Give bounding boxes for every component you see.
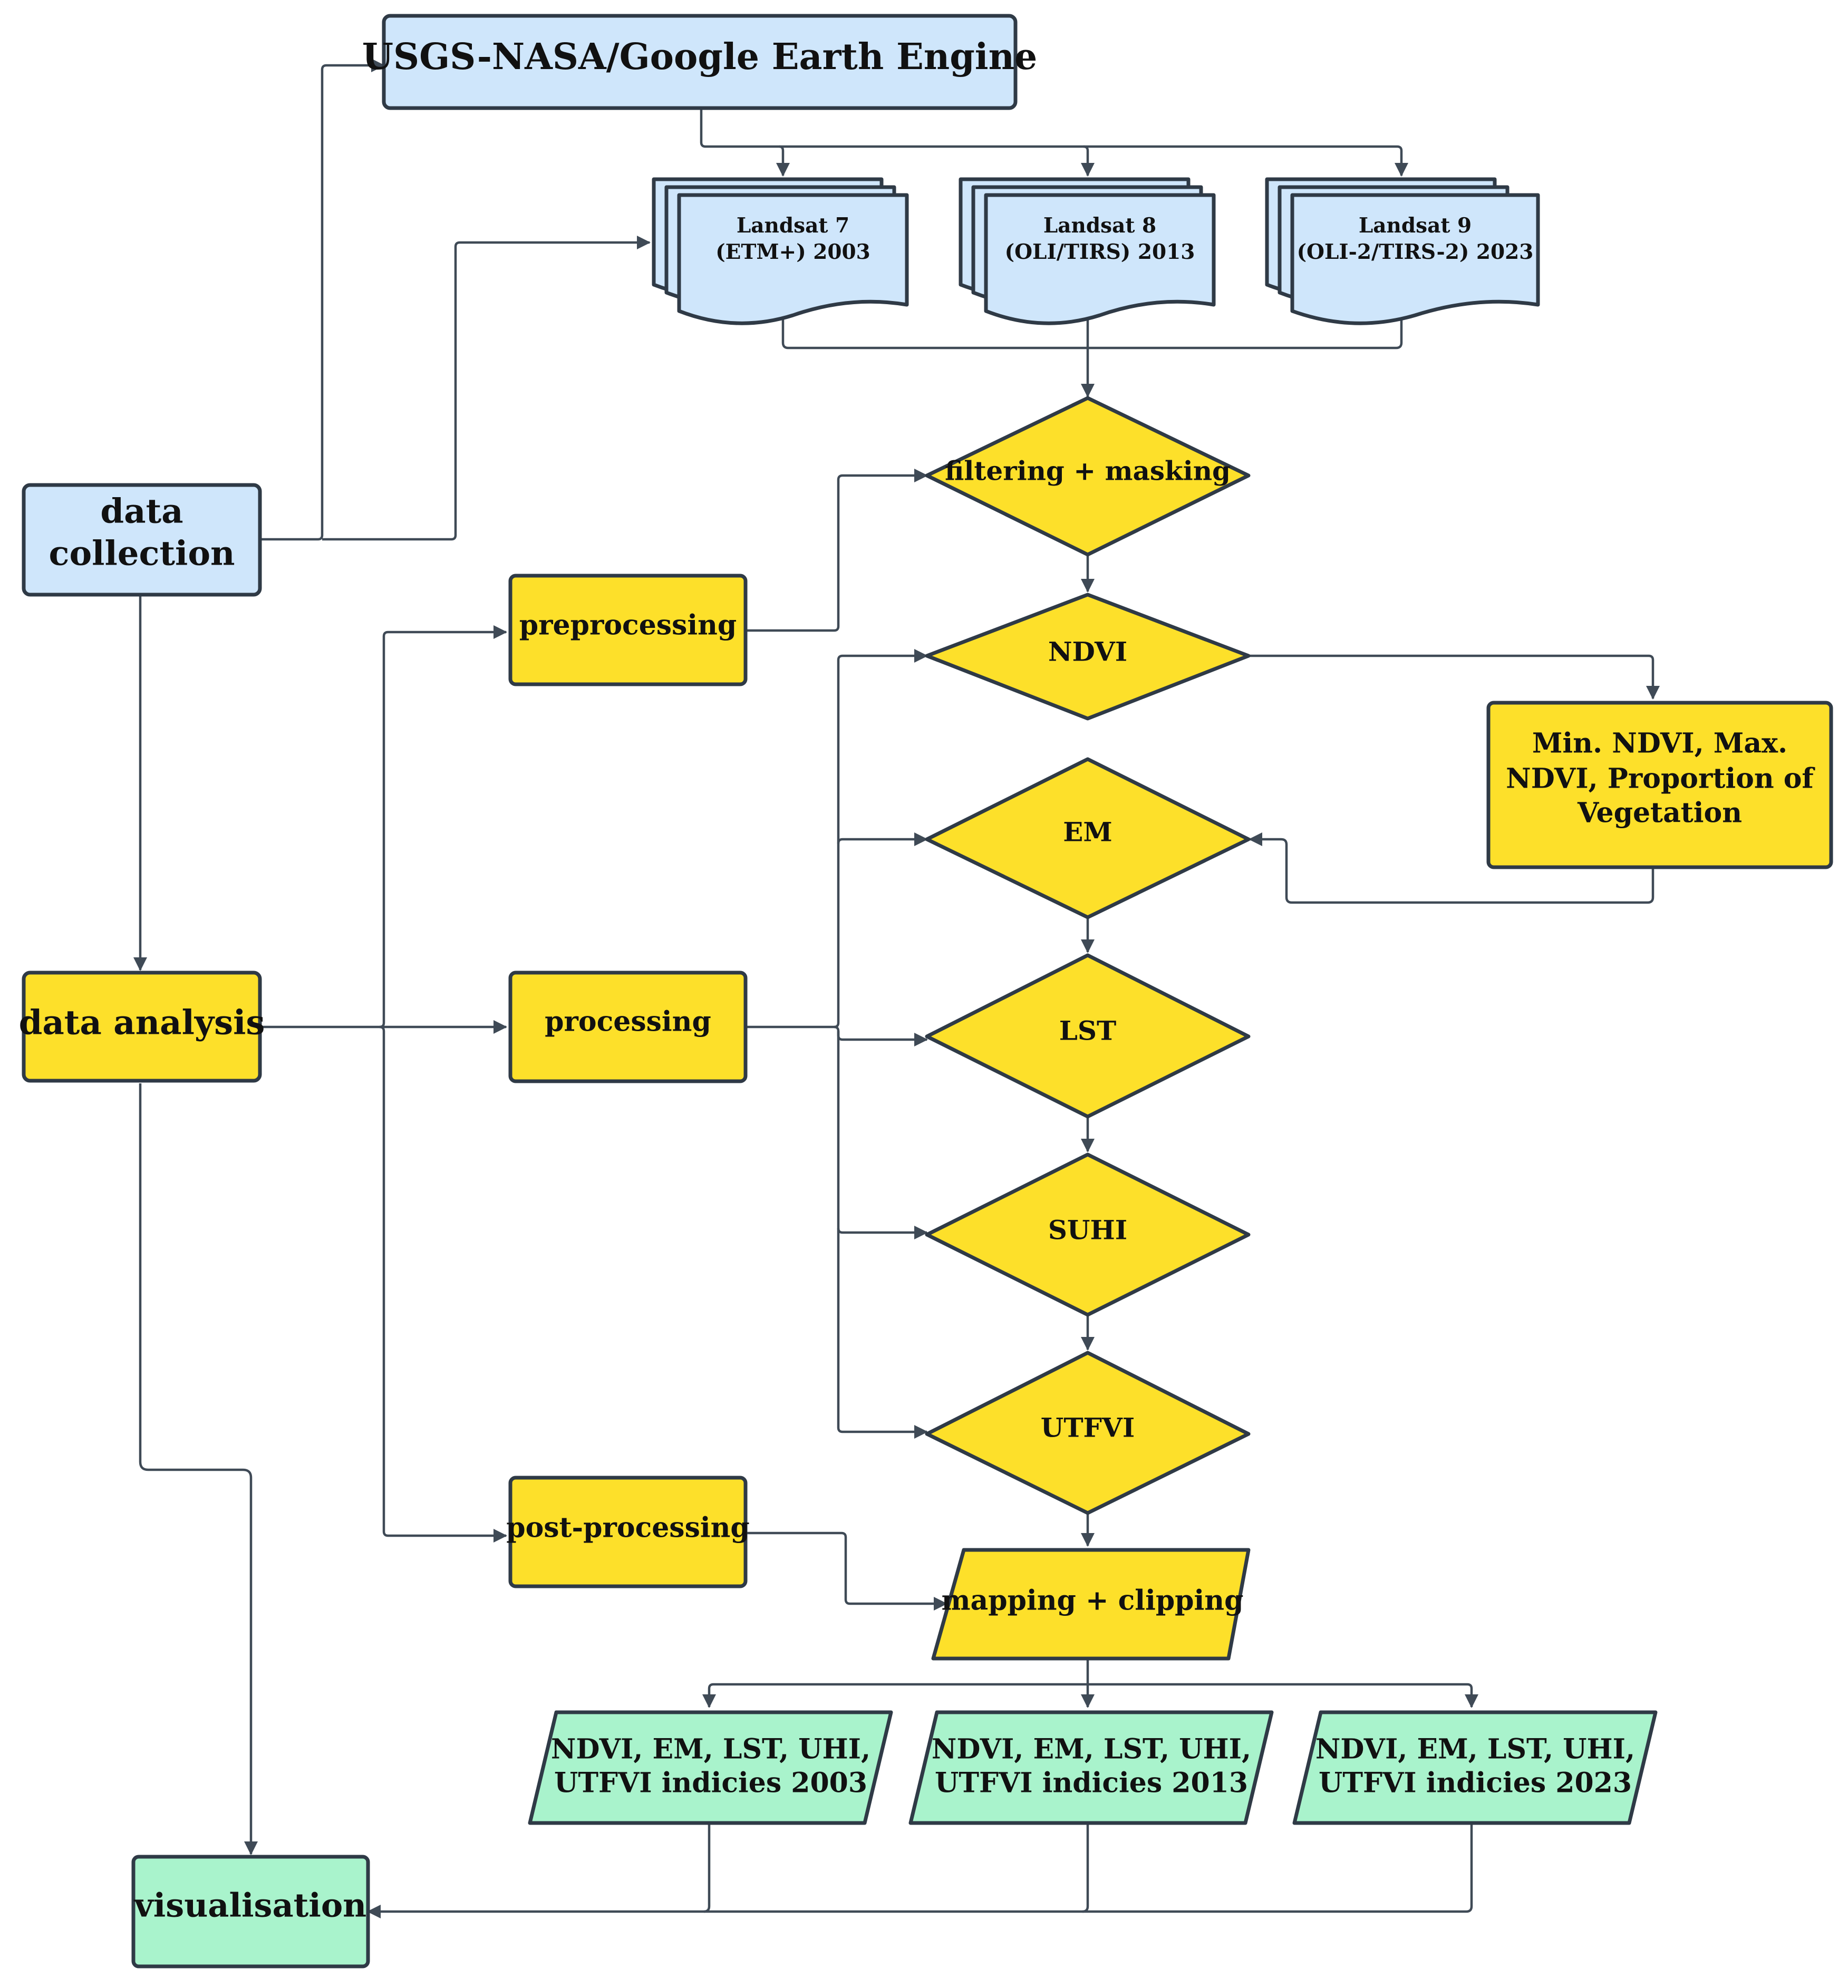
processing-box bbox=[508, 971, 748, 1083]
output-2003-line1: NDVI, EM, LST, UHI, bbox=[551, 1733, 870, 1766]
ndvi-diamond bbox=[925, 593, 1251, 721]
filtering-node: filtering + masking bbox=[925, 396, 1251, 557]
landsat8-line1: Landsat 8 bbox=[1043, 214, 1156, 238]
ndvi-params-line2: NDVI, Proportion of bbox=[1506, 763, 1815, 795]
data-collection-line1: data bbox=[100, 492, 183, 531]
ndvi-params-line3: Vegetation bbox=[1577, 797, 1742, 829]
output-2013-node: NDVI, EM, LST, UHI, UTFVI indicies 2013 bbox=[908, 1710, 1274, 1825]
edge-landsat-merge bbox=[781, 300, 1403, 350]
edge-analysis-visualisation bbox=[139, 1083, 258, 1855]
mapping-node: mapping + clipping bbox=[931, 1548, 1251, 1661]
landsat9-node: Landsat 9 (OLI-2/TIRS-2) 2023 bbox=[1265, 177, 1540, 325]
landsat7-box bbox=[677, 193, 909, 325]
edge-out2013-visualisation bbox=[1082, 1823, 1089, 1913]
landsat7-line2: (ETM+) 2003 bbox=[715, 240, 870, 264]
filtering-diamond bbox=[925, 396, 1251, 557]
landsat7-node: Landsat 7 (ETM+) 2003 bbox=[652, 177, 909, 325]
edge-postprocessing-mapping bbox=[746, 1531, 947, 1611]
ndvi-params-line1: Min. NDVI, Max. bbox=[1532, 728, 1787, 760]
em-node: EM bbox=[925, 757, 1251, 919]
edge-collection-landsat7 bbox=[322, 236, 651, 541]
edge-ndvi-params bbox=[1249, 654, 1660, 700]
edge-processing-suhi bbox=[837, 1031, 928, 1239]
output-2003-line2: UTFVI indicies 2003 bbox=[554, 1767, 867, 1799]
landsat8-box bbox=[984, 193, 1216, 325]
utfvi-node: UTFVI bbox=[925, 1351, 1251, 1515]
edge-processing-lst bbox=[746, 1025, 928, 1046]
mapping-label: mapping + clipping bbox=[942, 1585, 1244, 1617]
preprocessing-node: preprocessing bbox=[508, 574, 748, 686]
edge-analysis-preprocessing bbox=[379, 625, 507, 1029]
data-collection-line2: collection bbox=[49, 534, 235, 574]
visualisation-box bbox=[131, 1855, 370, 1968]
landsat9-line2: (OLI-2/TIRS-2) 2023 bbox=[1297, 240, 1534, 264]
landsat8-node: Landsat 8 (OLI/TIRS) 2013 bbox=[959, 177, 1216, 325]
source-box bbox=[382, 14, 1018, 110]
edge-source-landsat8 bbox=[700, 108, 1095, 177]
post-processing-node: post-processing bbox=[506, 1476, 750, 1588]
ndvi-params-node: Min. NDVI, Max. NDVI, Proportion of Vege… bbox=[1486, 701, 1833, 869]
filtering-label: filtering + masking bbox=[945, 455, 1231, 487]
edge-processing-utfvi bbox=[837, 1228, 928, 1439]
edge-out2003-visualisation bbox=[703, 1823, 711, 1913]
processing-label: processing bbox=[545, 1006, 711, 1038]
edge-source-landsat7 bbox=[776, 145, 790, 177]
em-label: EM bbox=[1063, 817, 1112, 848]
em-diamond bbox=[925, 757, 1251, 919]
suhi-node: SUHI bbox=[925, 1152, 1251, 1317]
edge-preprocessing-filtering bbox=[746, 469, 928, 632]
edge-mapping-out2023 bbox=[1088, 1683, 1478, 1708]
post-processing-box bbox=[508, 1476, 748, 1588]
output-2023-line1: NDVI, EM, LST, UHI, bbox=[1315, 1733, 1635, 1766]
output-2003-node: NDVI, EM, LST, UHI, UTFVI indicies 2003 bbox=[528, 1710, 893, 1825]
preprocessing-label: preprocessing bbox=[519, 609, 737, 642]
edge-source-landsat9 bbox=[1083, 145, 1408, 177]
connectors bbox=[133, 59, 1660, 1918]
source-label: USGS-NASA/Google Earth Engine bbox=[362, 36, 1038, 78]
data-collection-box bbox=[22, 483, 262, 597]
ndvi-node: NDVI bbox=[925, 593, 1251, 721]
edge-mapping-out2003 bbox=[702, 1683, 1088, 1708]
post-processing-label: post-processing bbox=[506, 1512, 750, 1544]
lst-label: LST bbox=[1059, 1015, 1116, 1046]
data-collection-node: data collection bbox=[22, 483, 262, 597]
edge-processing-spine bbox=[834, 649, 928, 1029]
data-analysis-box bbox=[22, 971, 262, 1083]
output-2013-line2: UTFVI indicies 2013 bbox=[935, 1767, 1248, 1799]
output-2023-node: NDVI, EM, LST, UHI, UTFVI indicies 2023 bbox=[1292, 1710, 1658, 1825]
landsat8-line2: (OLI/TIRS) 2013 bbox=[1005, 240, 1195, 264]
output-2023-box bbox=[1292, 1710, 1658, 1825]
output-2013-line1: NDVI, EM, LST, UHI, bbox=[932, 1733, 1251, 1766]
processing-node: processing bbox=[508, 971, 748, 1083]
suhi-label: SUHI bbox=[1048, 1215, 1127, 1246]
edge-collection-source bbox=[260, 59, 385, 541]
landsat9-line1: Landsat 9 bbox=[1359, 214, 1472, 238]
source-node: USGS-NASA/Google Earth Engine bbox=[362, 14, 1038, 110]
visualisation-label: visualisation bbox=[133, 1886, 367, 1925]
ndvi-label: NDVI bbox=[1048, 636, 1127, 667]
visualisation-node: visualisation bbox=[131, 1855, 370, 1968]
landsat9-box bbox=[1290, 193, 1540, 325]
ndvi-params-box bbox=[1486, 701, 1833, 869]
utfvi-diamond bbox=[925, 1351, 1251, 1515]
utfvi-label: UTFVI bbox=[1041, 1412, 1135, 1443]
edge-out2023-visualisation bbox=[367, 1823, 1473, 1918]
edge-analysis-postprocessing bbox=[379, 1025, 507, 1543]
mapping-box bbox=[931, 1548, 1251, 1661]
output-2023-line2: UTFVI indicies 2023 bbox=[1319, 1767, 1632, 1799]
data-analysis-node: data analysis bbox=[19, 971, 265, 1083]
data-analysis-label: data analysis bbox=[19, 1003, 265, 1043]
lst-diamond bbox=[925, 953, 1251, 1119]
output-2013-box bbox=[908, 1710, 1274, 1825]
preprocessing-box bbox=[508, 574, 748, 686]
output-2003-box bbox=[528, 1710, 893, 1825]
edge-params-em bbox=[1249, 832, 1655, 904]
landsat7-line1: Landsat 7 bbox=[737, 214, 849, 238]
edge-processing-em bbox=[837, 832, 928, 846]
lst-node: LST bbox=[925, 953, 1251, 1119]
suhi-diamond bbox=[925, 1152, 1251, 1317]
